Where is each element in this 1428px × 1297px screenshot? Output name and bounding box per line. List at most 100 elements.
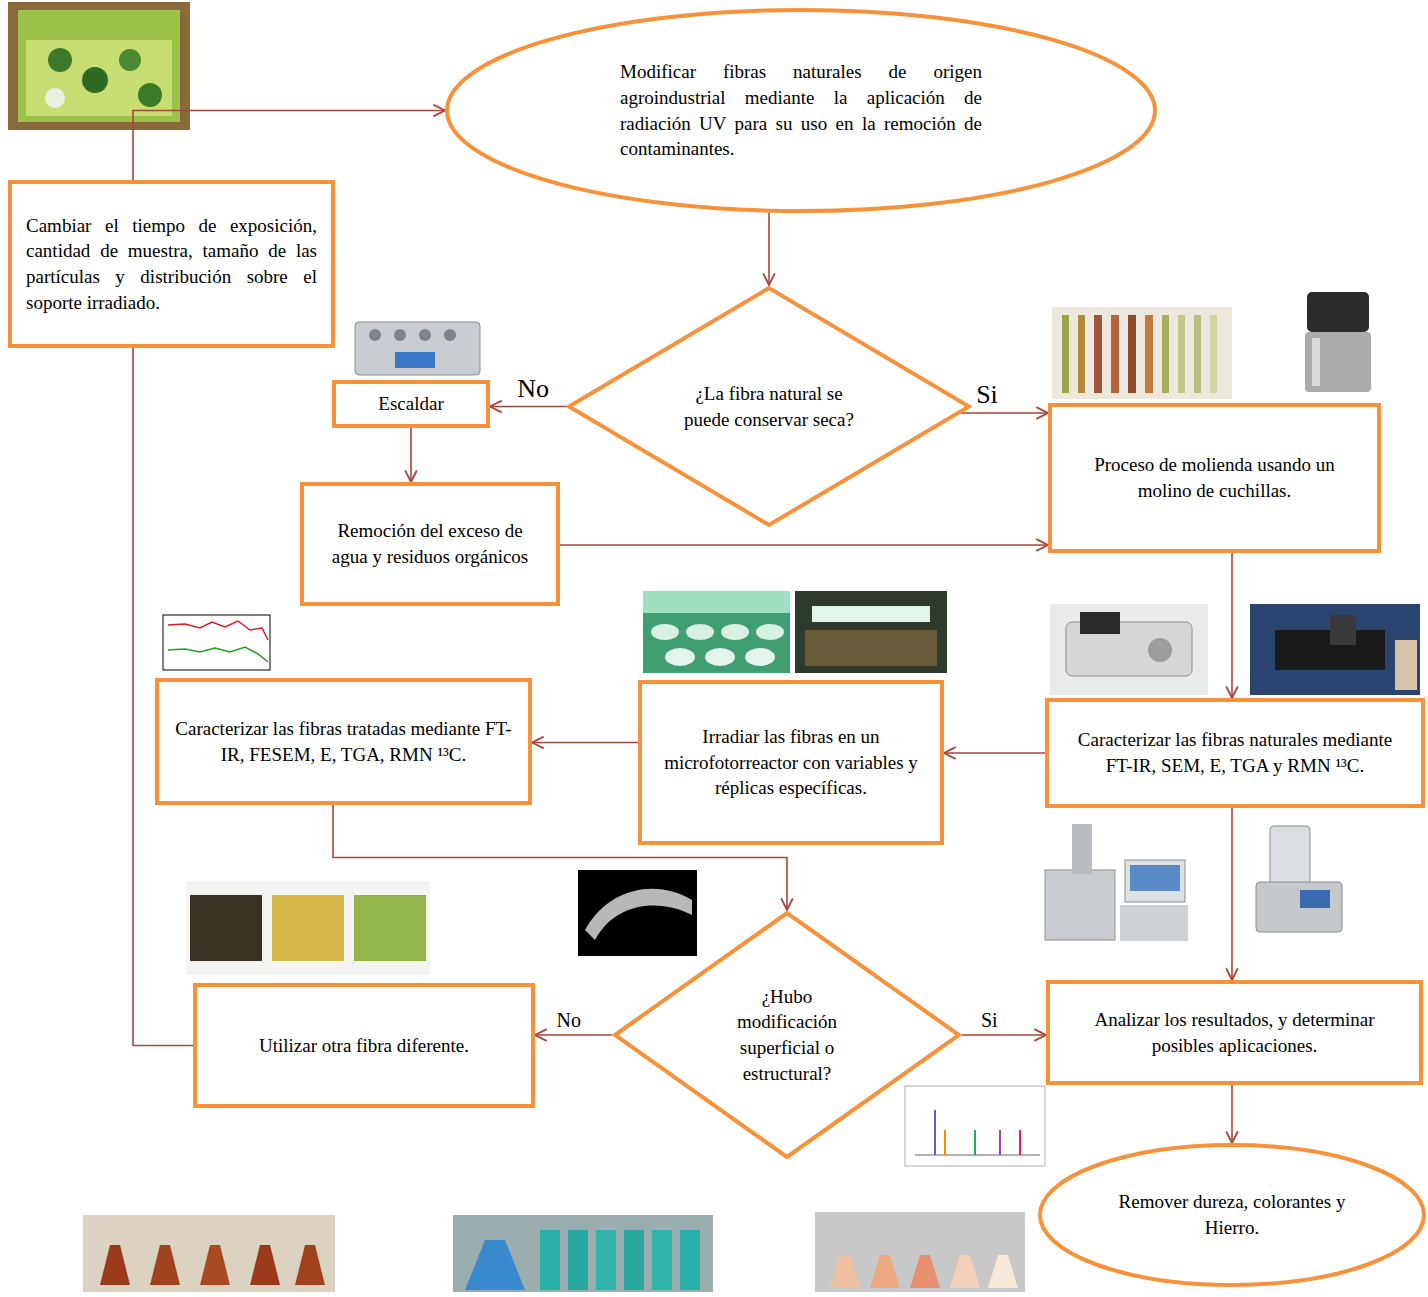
photo-treated-fibers — [186, 881, 430, 975]
photo-water-bath-part — [369, 329, 381, 341]
xrd-spectrum-part — [905, 1086, 1045, 1166]
process-box: Caracterizar las fibras tratadas mediant… — [155, 678, 532, 805]
photo-fesem-part — [1038, 818, 1190, 945]
photo-dried-fibers-part — [1052, 307, 1232, 399]
photo-flasks-iron-part — [250, 1245, 280, 1285]
photo-treated-fibers-part — [354, 895, 426, 961]
photo-water-bath — [355, 322, 480, 375]
photo-uv-lamp-part — [805, 630, 937, 666]
photo-ellipsometer — [1250, 604, 1420, 695]
photo-petri-dishes-part — [756, 624, 784, 640]
photo-fesem — [1038, 818, 1190, 945]
photo-dye-cuvettes-part — [652, 1230, 672, 1290]
flow-arrow — [560, 544, 1048, 546]
photo-petri-dishes-part — [665, 648, 695, 666]
photo-ellipsometer-part — [1250, 604, 1420, 695]
diamond-outline — [612, 910, 962, 1160]
photo-petri-dishes — [643, 591, 790, 673]
photo-dye-cuvettes-part — [540, 1230, 560, 1290]
node-text: Analizar los resultados, y determinar po… — [1064, 1007, 1405, 1058]
flow-arrow — [961, 412, 1048, 414]
node-text: ¿Hubo modificación superficial o estruct… — [721, 984, 853, 1087]
photo-water-bath-part — [444, 329, 456, 341]
photo-fesem-part — [1120, 905, 1188, 941]
photo-fesem-part — [1125, 860, 1185, 902]
photo-water-bath-part — [355, 322, 480, 375]
flow-arrow — [768, 213, 770, 285]
flow-arrow — [133, 111, 445, 181]
loop-box: Cambiar el tiempo de exposición, cantida… — [8, 180, 335, 348]
photo-hardness-flasks-part — [988, 1255, 1018, 1288]
ellipse-outline — [445, 8, 1157, 213]
node-text: Caracterizar las fibras tratadas mediant… — [173, 716, 514, 767]
photo-ftir-instrument-part — [1148, 638, 1172, 662]
diamond-border — [615, 913, 959, 1157]
photo-fesem-part — [1045, 870, 1115, 940]
photo-dye-cuvettes-part — [624, 1230, 644, 1290]
process-box: Irradiar las fibras en un microfotorreac… — [638, 680, 944, 845]
photo-flasks-iron-part — [295, 1245, 325, 1285]
node-body: Caracterizar las fibras tratadas mediant… — [173, 716, 514, 767]
photo-irradiation-box-part — [119, 49, 141, 71]
photo-dye-cuvettes-part — [680, 1230, 700, 1290]
photo-hardness-flasks-part — [950, 1255, 980, 1288]
photo-ellipsometer-part — [1395, 640, 1417, 690]
node-text: ¿La fibra natural se puede conservar sec… — [684, 381, 854, 432]
node-body: Remover dureza, colorantes y Hierro. — [1116, 1189, 1348, 1240]
photo-irradiation-box-part — [26, 40, 172, 116]
photo-flasks-iron-part — [150, 1245, 180, 1285]
photo-ftir-instrument-part — [1080, 612, 1120, 634]
photo-dried-fibers — [1052, 307, 1232, 399]
flow-arrow — [944, 752, 1045, 754]
photo-irradiation-box-part — [45, 88, 65, 108]
photo-fesem-part — [1130, 865, 1180, 891]
photo-dried-fibers-part — [1078, 315, 1085, 393]
photo-ftir-instrument-part — [1050, 604, 1208, 695]
process-box: Remoción del exceso de agua y residuos o… — [300, 482, 560, 606]
photo-petri-dishes-part — [643, 591, 790, 613]
edge-label: Si — [975, 382, 999, 408]
node-body: Proceso de molienda usando un molino de … — [1066, 452, 1363, 503]
ellipse-border — [447, 10, 1155, 211]
photo-treated-fibers-part — [190, 895, 262, 961]
process-box: Caracterizar las fibras naturales median… — [1045, 698, 1425, 808]
node-body: Cambiar el tiempo de exposición, cantida… — [26, 213, 317, 316]
photo-dried-fibers-part — [1128, 315, 1136, 393]
process-box: Analizar los resultados, y determinar po… — [1046, 980, 1423, 1085]
photo-irradiation-box-part — [18, 10, 180, 122]
node-body: ¿Hubo modificación superficial o estruct… — [721, 984, 853, 1087]
photo-petri-dishes-part — [721, 624, 749, 640]
photo-irradiation-box-part — [48, 48, 72, 72]
photo-petri-dishes-part — [745, 648, 775, 666]
flow-arrow — [1231, 1085, 1233, 1143]
sem-micrograph-part — [578, 870, 697, 956]
photo-dried-fibers-part — [1094, 315, 1102, 393]
node-body: Analizar los resultados, y determinar po… — [1064, 1007, 1405, 1058]
photo-flasks-iron-part — [83, 1215, 335, 1292]
photo-petri-dishes-part — [643, 591, 790, 673]
flow-arrow — [535, 1034, 612, 1036]
node-text: Remover dureza, colorantes y Hierro. — [1116, 1189, 1348, 1240]
xrd-spectrum-part — [944, 1130, 946, 1155]
photo-petri-dishes-part — [651, 624, 679, 640]
flow-arrow — [1231, 553, 1233, 698]
photo-tga — [1246, 822, 1346, 935]
ftir-spectrum-part — [168, 647, 268, 662]
xrd-spectrum-part — [999, 1130, 1001, 1155]
photo-petri-dishes-part — [705, 648, 735, 666]
ellipse-outline — [1038, 1143, 1426, 1287]
flow-arrow — [1231, 808, 1233, 980]
ftir-spectrum — [163, 615, 270, 670]
start-ellipse: Modificar fibras naturales de origen agr… — [445, 8, 1157, 213]
photo-hardness-flasks-part — [815, 1212, 1025, 1292]
photo-dried-fibers-part — [1145, 315, 1153, 393]
node-text: Escaldar — [350, 391, 472, 417]
photo-fesem-part — [1072, 824, 1092, 874]
photo-water-bath-part — [395, 352, 435, 368]
photo-blade-mill-part — [1305, 332, 1371, 392]
photo-hardness-flasks-part — [830, 1255, 860, 1288]
photo-dye-cuvettes-part — [596, 1230, 616, 1290]
photo-tga-part — [1246, 822, 1346, 935]
